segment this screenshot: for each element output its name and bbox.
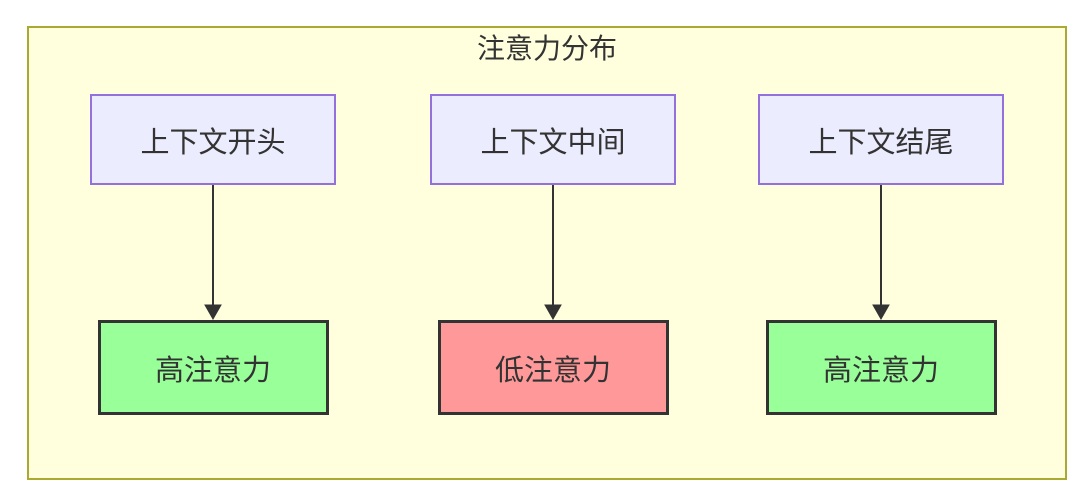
diagram-title: 注意力分布 <box>476 33 617 64</box>
source-node-context-middle: 上下文中间 <box>430 94 676 185</box>
diagram-column: 上下文开头 高注意力 <box>90 94 336 415</box>
diagram-container: 注意力分布 上下文开头 高注意力 上下文中间 低注意力 上下文结尾 <box>27 26 1067 480</box>
source-node-context-start: 上下文开头 <box>90 94 336 185</box>
result-node-high-attention: 高注意力 <box>97 320 329 415</box>
source-node-context-end: 上下文结尾 <box>758 94 1004 185</box>
diagram-column: 上下文结尾 高注意力 <box>758 94 1004 415</box>
arrow-down-icon <box>872 185 890 320</box>
result-node-high-attention: 高注意力 <box>765 320 997 415</box>
result-node-low-attention: 低注意力 <box>437 320 669 415</box>
diagram-column: 上下文中间 低注意力 <box>430 94 676 415</box>
arrow-down-icon <box>204 185 222 320</box>
arrow-down-icon <box>544 185 562 320</box>
